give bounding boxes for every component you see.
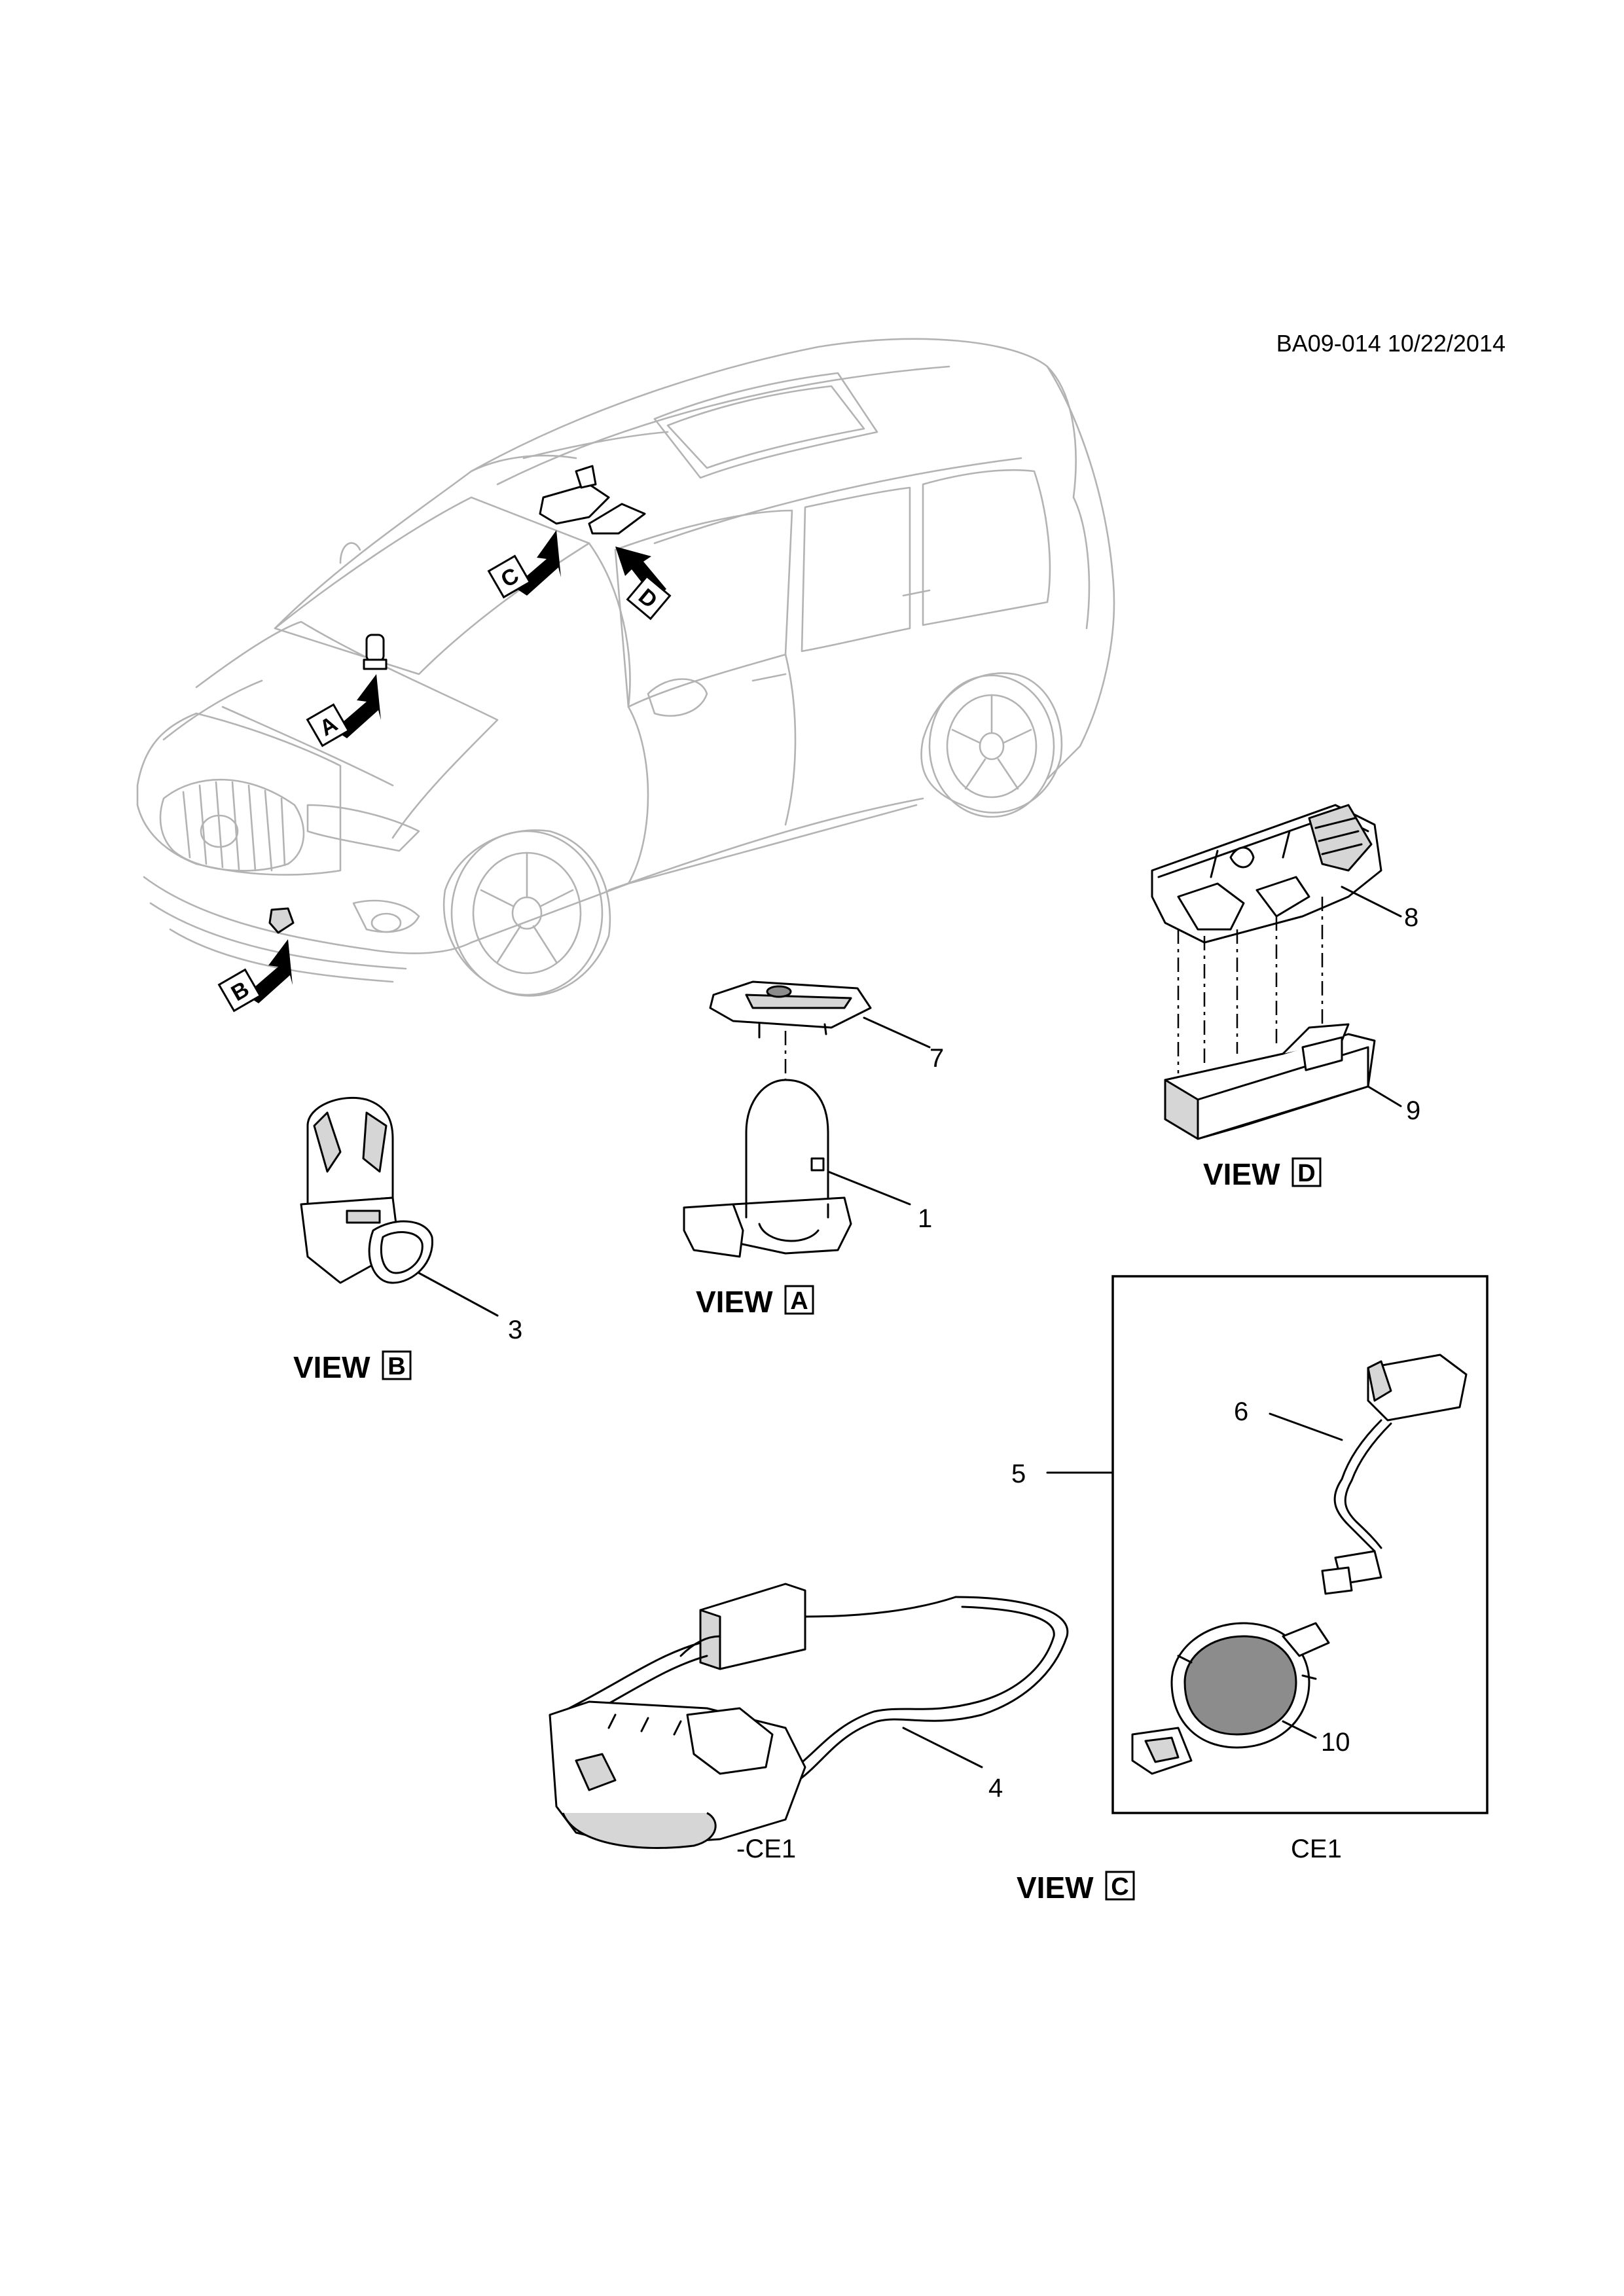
view-label-d: VIEW D [1203, 1157, 1322, 1191]
view-letter: B [388, 1353, 405, 1380]
callout-8: 8 [1404, 903, 1418, 932]
view-label-c: VIEW C [1017, 1871, 1135, 1905]
view-arrow-a: A [306, 674, 381, 747]
view-arrow-b: B [217, 939, 293, 1013]
part-1-sensor [683, 1079, 852, 1258]
part-10-rain-sensor [1131, 1622, 1330, 1775]
view-letter: C [1111, 1873, 1128, 1901]
vehicle-outline [136, 338, 1115, 997]
view-letter: D [1297, 1160, 1315, 1187]
kit-box [1111, 1275, 1489, 1814]
view-label-a: VIEW A [696, 1285, 814, 1319]
callout-5: 5 [1011, 1460, 1026, 1488]
callout-9: 9 [1406, 1096, 1420, 1125]
drawing-id: BA09-014 10/22/2014 [1276, 330, 1506, 357]
view-arrow-c: C [487, 530, 561, 599]
callout-7: 7 [929, 1044, 944, 1073]
view-letter: A [790, 1287, 808, 1315]
view-word: VIEW [696, 1285, 773, 1319]
callout-1: 1 [918, 1204, 932, 1233]
view-word: VIEW [1017, 1871, 1094, 1905]
on-vehicle-parts [268, 465, 646, 934]
callout-10: 10 [1321, 1728, 1350, 1757]
label-ce1: CE1 [1291, 1835, 1342, 1863]
label-neg-ce1: -CE1 [736, 1835, 796, 1863]
part-4-harness [549, 1583, 1069, 1849]
part-6-cable [1321, 1354, 1468, 1595]
leader-lines [418, 886, 1402, 1768]
view-word: VIEW [293, 1350, 370, 1384]
view-label-b: VIEW B [293, 1350, 412, 1384]
part-3-sensor [300, 1096, 433, 1284]
view-arrow-d: D [615, 547, 672, 620]
callout-3: 3 [508, 1316, 522, 1344]
part-8-bracket [1151, 804, 1382, 944]
callout-6: 6 [1234, 1397, 1248, 1426]
part-7-cover [709, 980, 872, 1039]
callout-4: 4 [988, 1774, 1003, 1803]
view-word: VIEW [1203, 1157, 1280, 1191]
